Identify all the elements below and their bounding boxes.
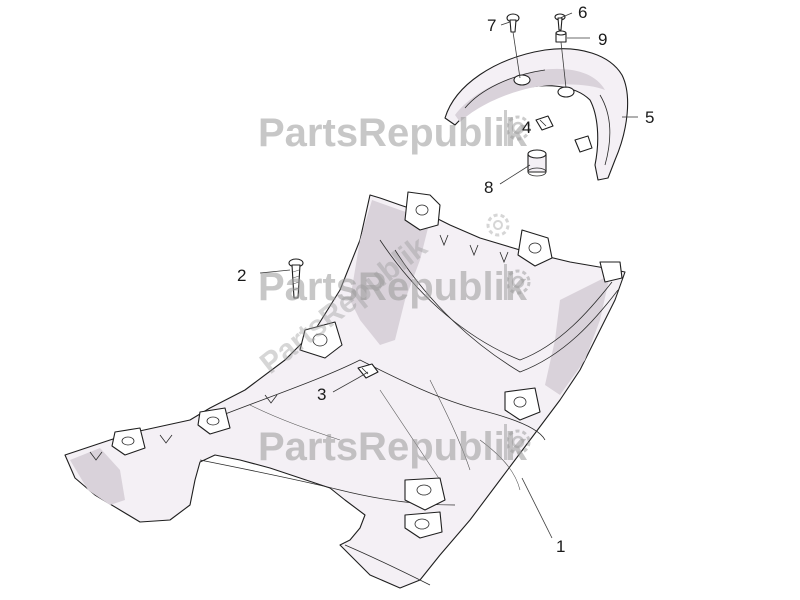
gear-icon [504,424,531,460]
leader-line-8 [499,164,531,185]
callout-7: 7 [487,16,496,35]
gear-icon [504,264,531,300]
part-8-spacer [527,149,547,177]
part-5-rear-cover [444,48,629,181]
watermark-text-bottom: PartsRepublik [258,425,528,469]
part-9-bushing [555,30,567,43]
leader-line-9b [560,41,567,89]
part-7-screw [506,13,520,33]
callout-3: 3 [317,385,326,404]
callout-4: 4 [522,118,531,137]
watermark-text-top: PartsRepublik [258,111,528,155]
leader-line-3 [332,371,369,393]
watermark-text-middle: PartsRepublik [258,265,528,309]
part-6-screw [554,13,566,31]
callout-6: 6 [578,3,587,22]
leader-line-2 [259,269,291,274]
callout-labels: 1 2 3 4 5 6 7 8 9 [237,3,654,556]
part-1-lower-cover [64,191,626,589]
part-2-screw [288,258,304,299]
leader-line-1 [521,477,553,539]
leader-line-7 [500,21,511,26]
leader-lines [259,12,638,539]
callout-5: 5 [645,108,654,127]
leader-line-7b [512,31,521,79]
callout-9: 9 [598,30,607,49]
callout-2: 2 [237,266,246,285]
callout-1: 1 [556,537,565,556]
callout-8: 8 [484,178,493,197]
gear-icon [504,110,531,146]
part-4-clip [535,115,554,131]
gear-icon [486,213,510,237]
leader-line-6 [559,12,573,19]
